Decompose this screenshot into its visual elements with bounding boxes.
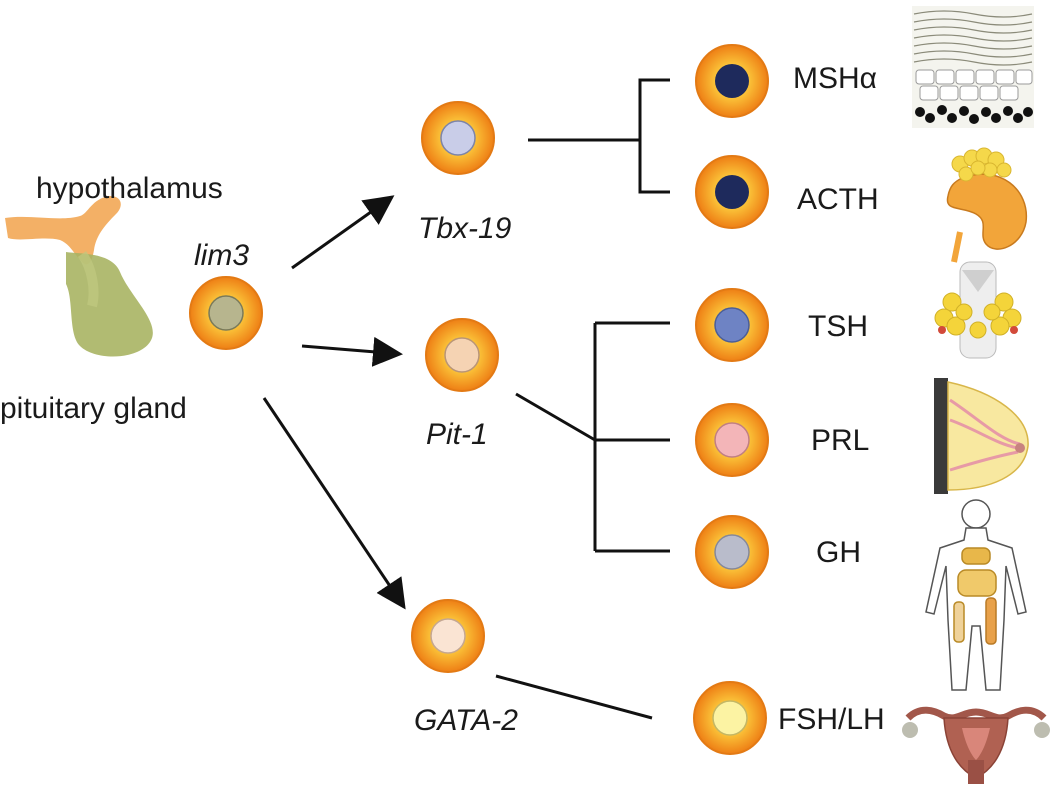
cell-msha bbox=[695, 44, 769, 118]
tbx19-label: Tbx-19 bbox=[418, 212, 512, 245]
msha-label: MSHα bbox=[793, 62, 878, 95]
pit1-label: Pit-1 bbox=[426, 418, 488, 451]
cell-gh bbox=[695, 515, 769, 589]
gata2-label: GATA-2 bbox=[414, 704, 518, 737]
cell-acth bbox=[695, 155, 769, 229]
cell-fshlh bbox=[693, 681, 767, 755]
cell-tsh bbox=[695, 288, 769, 362]
cell-gata2 bbox=[411, 599, 485, 673]
acth-label: ACTH bbox=[797, 183, 879, 216]
human-body-icon bbox=[925, 499, 1027, 691]
prl-label: PRL bbox=[811, 424, 870, 457]
cell-lim3 bbox=[189, 276, 263, 350]
hypothalamus-pituitary-icon bbox=[5, 196, 153, 357]
fshlh-label: FSH/LH bbox=[778, 703, 885, 736]
uterus-icon bbox=[902, 706, 1050, 784]
breast-icon bbox=[934, 378, 1029, 494]
gh-label: GH bbox=[816, 536, 861, 569]
tsh-label: TSH bbox=[808, 310, 868, 343]
cell-tbx19 bbox=[421, 101, 495, 175]
tbx19-bracket bbox=[638, 78, 670, 194]
arrow-lim3-to-pit1 bbox=[301, 336, 403, 367]
pituitary-gland-label: pituitary gland bbox=[0, 392, 187, 425]
thyroid-icon bbox=[934, 261, 1022, 359]
arrow-lim3-to-gata2 bbox=[262, 397, 406, 610]
adrenal-kidney-icon bbox=[946, 147, 1028, 263]
skin-tissue-icon bbox=[912, 6, 1034, 128]
connector-lines bbox=[262, 78, 670, 720]
arrow-lim3-to-tbx19 bbox=[291, 195, 395, 270]
lim3-label: lim3 bbox=[194, 239, 250, 272]
cell-prl bbox=[695, 403, 769, 477]
hypothalamus-label: hypothalamus bbox=[36, 172, 223, 205]
cell-pit1 bbox=[425, 318, 499, 392]
pit1-stem bbox=[515, 392, 596, 442]
gata2-to-fshlh bbox=[495, 674, 653, 720]
